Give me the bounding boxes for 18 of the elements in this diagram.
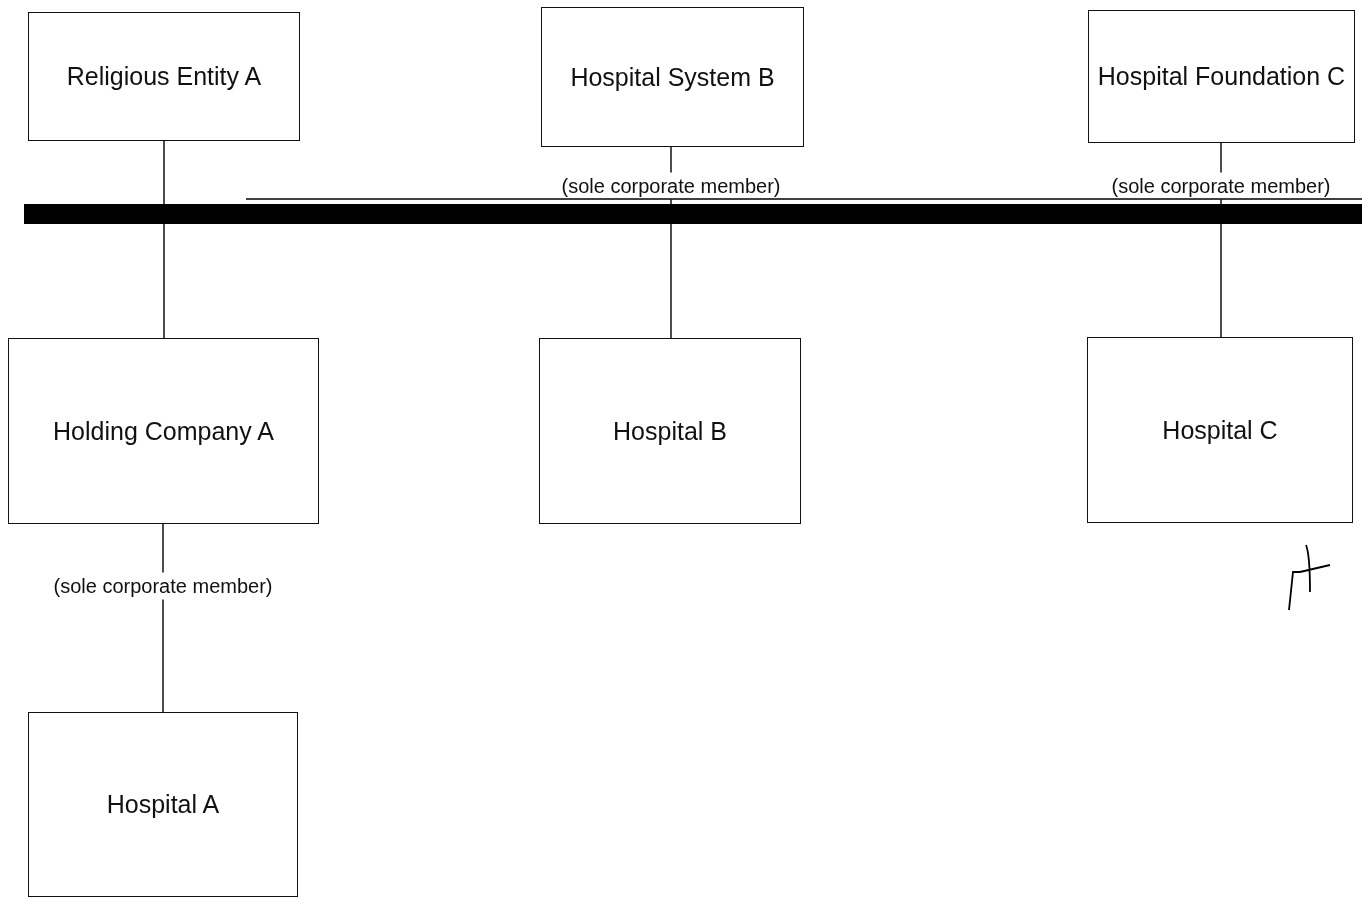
entity-box xyxy=(28,12,300,141)
entity-box xyxy=(28,712,298,897)
entity-box xyxy=(541,7,804,147)
entity-name: Religious Entity A xyxy=(65,61,263,93)
entity-box xyxy=(1088,10,1355,143)
edge-label: (sole corporate member) xyxy=(51,572,275,600)
entity-name: Holding Company A xyxy=(52,415,275,447)
entity-box xyxy=(539,338,801,524)
entity-name: Hospital A xyxy=(105,789,221,821)
entity-box xyxy=(1087,337,1353,523)
edge-label: (sole corporate member) xyxy=(1109,172,1333,200)
connector-line xyxy=(163,140,165,339)
entity-name: Hospital C xyxy=(1161,414,1279,446)
entity-box xyxy=(8,338,319,524)
entity-name: Hospital B xyxy=(612,415,728,447)
entity-name: Hospital Foundation C xyxy=(1096,61,1347,93)
entity-name: Hospital System B xyxy=(569,61,776,93)
edge-label: (sole corporate member) xyxy=(559,172,783,200)
